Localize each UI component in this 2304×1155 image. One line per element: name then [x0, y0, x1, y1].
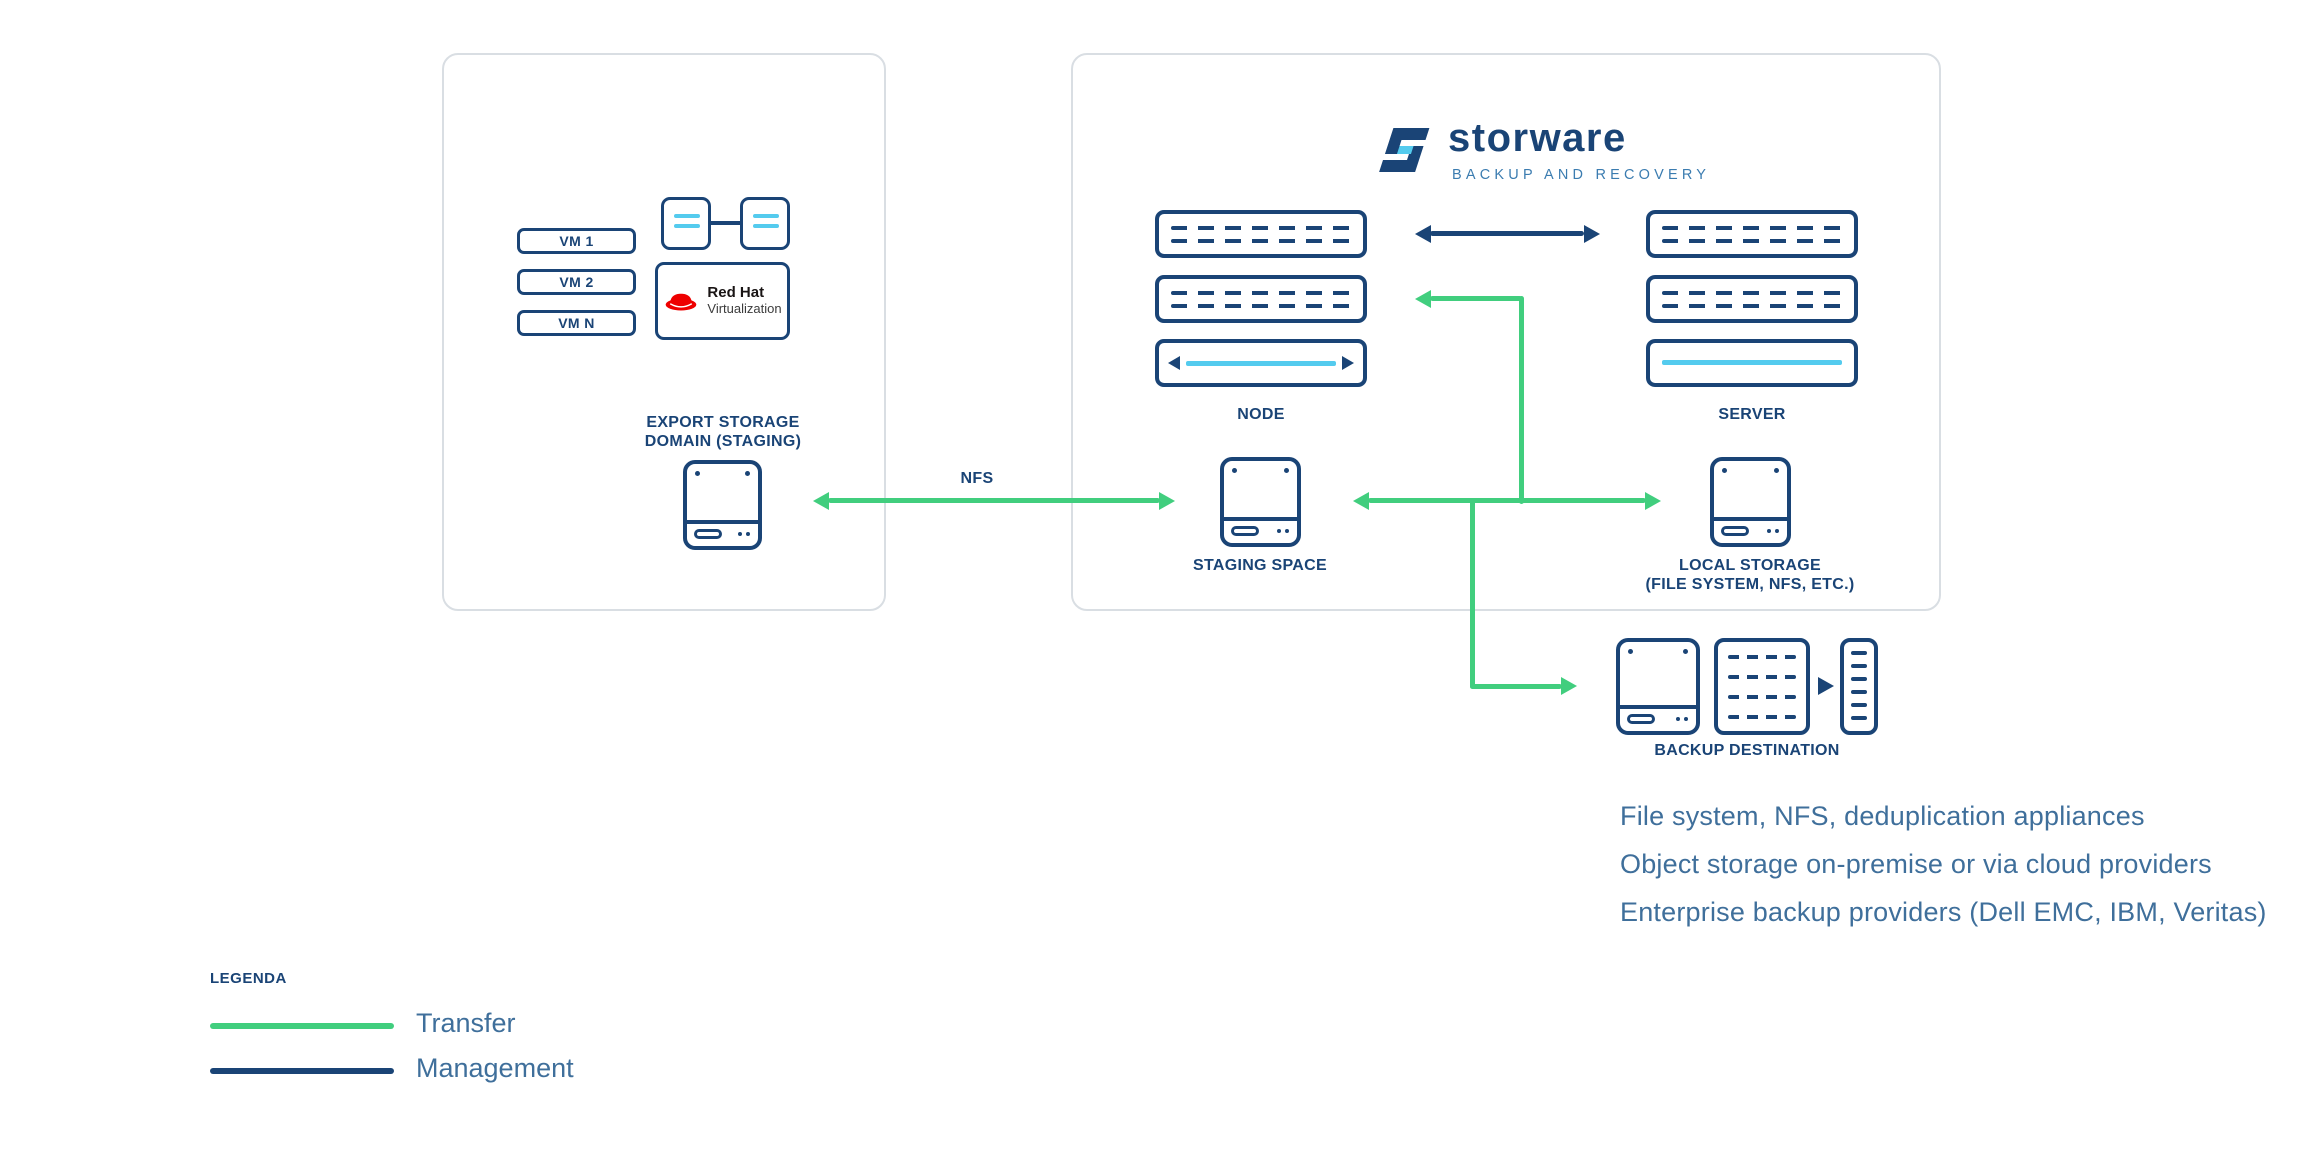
backup-transfer-hline	[1470, 684, 1562, 689]
backup-transfer-arrowhead	[1561, 677, 1577, 695]
export-storage-icon	[683, 460, 762, 550]
server-row-2	[1646, 275, 1858, 323]
server-row-3	[1646, 339, 1858, 387]
cyan-transfer-bar	[1662, 360, 1842, 365]
storware-wordmark: storware	[1448, 116, 1627, 160]
local-storage-icon	[1710, 457, 1791, 547]
legend-management-label: Management	[416, 1053, 574, 1083]
backup-transfer-vline	[1470, 499, 1475, 689]
staging-local-arrowhead-right	[1645, 492, 1661, 510]
backup-option-line: Enterprise backup providers (Dell EMC, I…	[1620, 897, 2267, 927]
staging-space-label: STAGING SPACE	[1193, 557, 1327, 574]
cyan-bar	[753, 224, 779, 228]
cyan-bar	[674, 214, 700, 218]
legend-transfer-line	[210, 1023, 394, 1029]
cyan-transfer-bar	[1186, 360, 1336, 366]
legend-transfer-label: Transfer	[416, 1008, 516, 1038]
staging-space-icon	[1220, 457, 1301, 547]
nfs-label: NFS	[960, 470, 994, 487]
nfs-arrowhead-left	[813, 492, 829, 510]
host-connector-line	[710, 221, 740, 225]
vm-label: VM 1	[559, 233, 594, 249]
node-transfer-row	[1155, 339, 1367, 387]
node-transfer-vline	[1519, 296, 1524, 504]
node-server-row-2	[1155, 275, 1367, 323]
server-row-1	[1646, 210, 1858, 258]
right-arrow-icon	[1342, 356, 1354, 370]
redhat-virtualization-badge: Red Hat Virtualization	[655, 262, 790, 340]
redhat-product: Virtualization	[707, 301, 782, 317]
node-transfer-hline	[1430, 296, 1522, 301]
cyan-bar	[674, 224, 700, 228]
cyan-bar	[753, 214, 779, 218]
legend-title: LEGENDA	[210, 970, 287, 987]
backup-mini-arrow-icon	[1818, 677, 1834, 695]
host-network-icon	[661, 197, 711, 250]
backup-list-icon	[1840, 638, 1878, 735]
vm-box-2: VM 2	[517, 269, 636, 295]
backup-document-icon	[1714, 638, 1810, 735]
server-label: SERVER	[1718, 406, 1786, 423]
nfs-arrowhead-right	[1159, 492, 1175, 510]
vm-box-n: VM N	[517, 310, 636, 336]
backup-storage-icon	[1616, 638, 1700, 735]
storware-tagline: BACKUP AND RECOVERY	[1452, 167, 1711, 183]
redhat-text: Red Hat Virtualization	[707, 283, 782, 317]
node-transfer-arrowhead	[1415, 290, 1431, 308]
vm-box-1: VM 1	[517, 228, 636, 254]
backup-destination-label: BACKUP DESTINATION	[1654, 742, 1840, 759]
staging-local-arrowhead-left	[1353, 492, 1369, 510]
local-storage-label: LOCAL STORAGE (FILE SYSTEM, NFS, ETC.)	[1645, 557, 1855, 593]
redhat-fedora-icon	[666, 293, 697, 311]
backup-option-line: Object storage on-premise or via cloud p…	[1620, 849, 2212, 879]
backup-option-line: File system, NFS, deduplication applianc…	[1620, 801, 2145, 831]
management-arrow-line	[1430, 231, 1584, 236]
host-network-icon-2	[740, 197, 790, 250]
node-server-row-1	[1155, 210, 1367, 258]
redhat-brand: Red Hat	[707, 283, 765, 301]
management-arrowhead-left	[1415, 225, 1431, 243]
storware-logo-icon	[1379, 128, 1430, 172]
left-arrow-icon	[1168, 356, 1180, 370]
vm-label: VM N	[558, 315, 595, 331]
nfs-arrow-line	[828, 498, 1160, 503]
management-arrowhead-right	[1584, 225, 1600, 243]
export-storage-label: EXPORT STORAGE DOMAIN (STAGING)	[644, 414, 802, 450]
vm-label: VM 2	[559, 274, 594, 290]
node-label: NODE	[1237, 406, 1285, 423]
storware-environment-panel	[1071, 53, 1941, 611]
backup-options-text: File system, NFS, deduplication applianc…	[1620, 792, 2267, 936]
staging-local-arrow-line	[1368, 498, 1646, 503]
legend-management-line	[210, 1068, 394, 1074]
